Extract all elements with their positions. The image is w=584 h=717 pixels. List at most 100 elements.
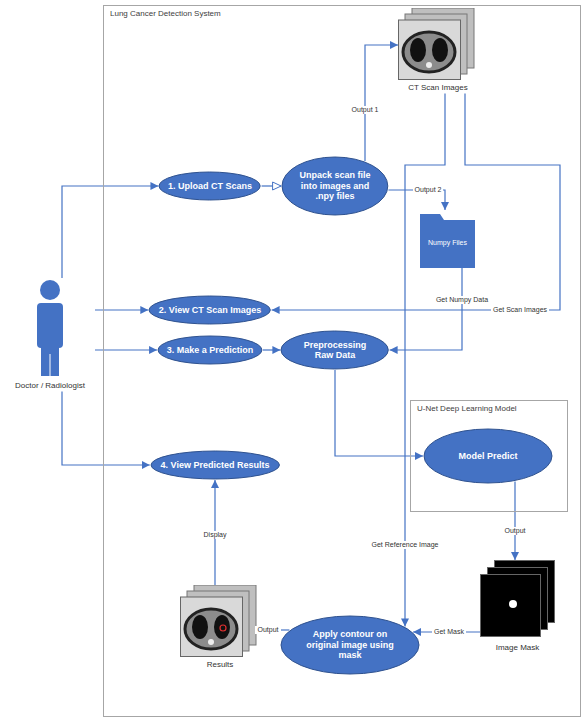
use-case-ellipse: Preprocessing Raw Data bbox=[280, 330, 389, 370]
connector bbox=[62, 186, 158, 278]
folder-node: Numpy Files bbox=[420, 210, 475, 268]
connector bbox=[514, 481, 515, 560]
ct-slice bbox=[399, 20, 461, 80]
text-group: Preprocessing Raw Data bbox=[295, 340, 375, 361]
edge-label: Get Reference Image bbox=[370, 541, 441, 549]
connector bbox=[263, 349, 280, 350]
text-group: Results bbox=[207, 660, 234, 670]
use-case-label: 2. View CT Scan Images bbox=[159, 305, 261, 315]
ct-scan-picture bbox=[180, 585, 260, 657]
text-group: 1. Upload CT Scans bbox=[168, 181, 252, 191]
connector bbox=[365, 45, 398, 161]
actor-figure bbox=[5, 278, 95, 378]
text-group: U-Net Deep Learning Model bbox=[411, 401, 523, 417]
edge-label: Output bbox=[255, 626, 280, 634]
mask-slice bbox=[481, 575, 541, 637]
use-case-label: 3. Make a Prediction bbox=[167, 345, 254, 355]
use-case-label: Preprocessing Raw Data bbox=[295, 340, 375, 361]
mask-spot bbox=[509, 600, 517, 608]
ct-lung bbox=[410, 38, 426, 62]
edge-label: Output 2 bbox=[413, 186, 444, 194]
tumour-contour bbox=[220, 625, 226, 631]
edge-label: Get Numpy Data bbox=[434, 296, 490, 304]
use-case-ellipse: 1. Upload CT Scans bbox=[158, 171, 261, 201]
actor-leg-gap bbox=[50, 354, 51, 376]
text-group: Image Mask bbox=[496, 643, 540, 653]
picture-holder bbox=[180, 585, 260, 657]
text-group: 3. Make a Prediction bbox=[167, 345, 254, 355]
connector bbox=[95, 349, 157, 350]
picture-holder bbox=[480, 560, 555, 640]
frame-title: U-Net Deep Learning Model bbox=[417, 404, 517, 414]
ellipse-shape bbox=[281, 331, 388, 369]
connector bbox=[262, 185, 282, 186]
ct-lung bbox=[432, 38, 448, 62]
mask-picture bbox=[480, 560, 555, 640]
use-case-ellipse: Apply contour on original image using ma… bbox=[280, 615, 420, 675]
ct-lung bbox=[192, 615, 208, 639]
edge-label: Get Mask bbox=[432, 628, 466, 636]
ct-body bbox=[403, 32, 455, 72]
image-node: Image Mask bbox=[480, 560, 555, 654]
text-group: Model Predict bbox=[458, 451, 517, 461]
ct-lung bbox=[214, 615, 230, 639]
actor-label: Doctor / Radiologist bbox=[15, 381, 85, 391]
image-node: Results bbox=[180, 585, 260, 671]
ellipse-shape bbox=[424, 429, 552, 483]
frame-title: Lung Cancer Detection System bbox=[110, 9, 221, 19]
use-case-label: Model Predict bbox=[458, 451, 517, 461]
use-case-ellipse: 3. Make a Prediction bbox=[157, 335, 263, 365]
ct-spine bbox=[426, 62, 432, 68]
ct-spine bbox=[208, 639, 214, 645]
actor-head bbox=[40, 280, 60, 300]
edge-label: Display bbox=[202, 531, 229, 539]
actor-body bbox=[37, 303, 63, 348]
ct-scan-picture bbox=[398, 8, 478, 80]
connector bbox=[390, 268, 462, 350]
connector bbox=[272, 94, 560, 310]
system-boundary: Lung Cancer Detection System CT Scan Imag… bbox=[103, 5, 581, 717]
ellipse-shape bbox=[149, 296, 270, 324]
ellipse-shape bbox=[281, 616, 419, 674]
edge-label: Output bbox=[502, 527, 527, 535]
use-case-ellipse: Model Predict bbox=[423, 428, 553, 484]
image-node: CT Scan Images bbox=[398, 8, 478, 94]
folder-label: Numpy Files bbox=[428, 239, 467, 247]
use-case-label: Apply contour on original image using ma… bbox=[300, 629, 400, 660]
text-group: 4. View Predicted Results bbox=[161, 460, 270, 470]
connector bbox=[62, 392, 150, 465]
use-case-ellipse: 2. View CT Scan Images bbox=[148, 295, 271, 325]
image-caption: Image Mask bbox=[496, 643, 540, 653]
use-case-label: 1. Upload CT Scans bbox=[168, 181, 252, 191]
text-group: 2. View CT Scan Images bbox=[159, 305, 261, 315]
text-group: Lung Cancer Detection System bbox=[104, 6, 227, 22]
use-case-label: Unpack scan file into images and .npy fi… bbox=[295, 170, 375, 201]
ellipse-shape bbox=[151, 451, 279, 479]
edge-label: Output 1 bbox=[350, 106, 381, 114]
use-case-label: 4. View Predicted Results bbox=[161, 460, 270, 470]
actor-legs bbox=[41, 346, 59, 376]
image-caption: Results bbox=[207, 660, 234, 670]
connector-group bbox=[62, 45, 560, 632]
text-group: Unpack scan file into images and .npy fi… bbox=[295, 170, 375, 201]
ct-body bbox=[185, 609, 237, 649]
text-group: Apply contour on original image using ma… bbox=[300, 629, 400, 660]
ellipse-shape bbox=[159, 172, 260, 200]
edge-label: Get Scan Images bbox=[491, 306, 549, 314]
folder-shape bbox=[420, 214, 475, 268]
actor-node: Doctor / Radiologist bbox=[5, 278, 95, 392]
image-caption: CT Scan Images bbox=[408, 83, 467, 93]
text-group: Doctor / Radiologist bbox=[15, 381, 85, 391]
model-frame: U-Net Deep Learning ModelModel Predict bbox=[410, 400, 568, 512]
text-group: CT Scan Images bbox=[408, 83, 467, 93]
picture-holder bbox=[398, 8, 478, 80]
text-group: Numpy Files bbox=[428, 239, 467, 247]
use-case-ellipse: Unpack scan file into images and .npy fi… bbox=[281, 156, 389, 216]
ellipse-shape bbox=[158, 336, 262, 364]
use-case-ellipse: 4. View Predicted Results bbox=[150, 450, 280, 480]
ellipse-shape bbox=[282, 157, 388, 215]
picture-holder bbox=[5, 278, 95, 378]
ct-slice bbox=[181, 597, 243, 657]
